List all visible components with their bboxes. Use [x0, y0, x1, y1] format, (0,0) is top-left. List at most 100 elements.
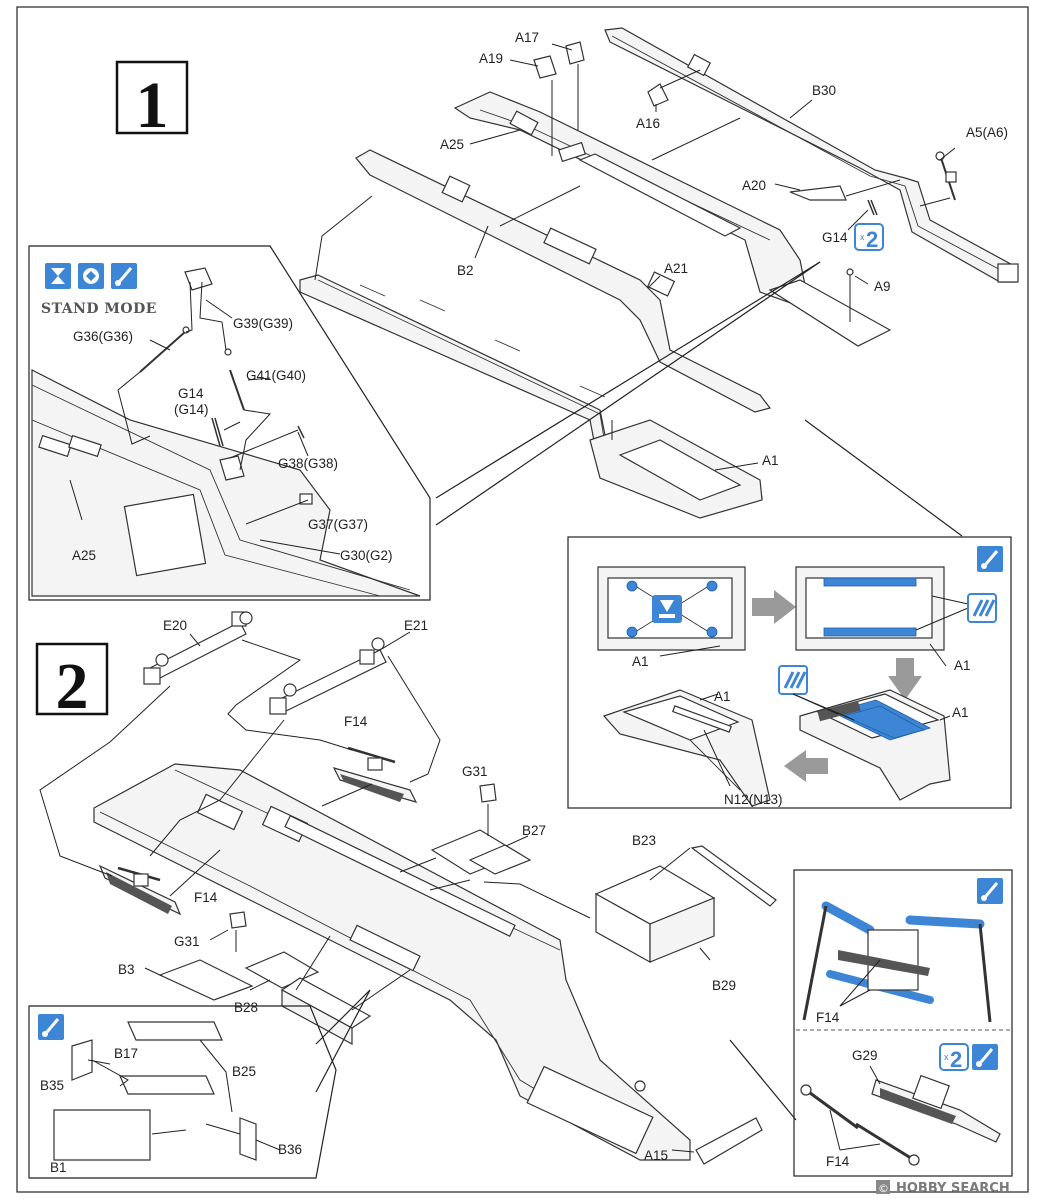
step2-leaders — [39, 631, 797, 1153]
count-badge-x2-step1: x 2 — [854, 223, 884, 252]
part-f14-left — [98, 864, 182, 916]
label-b2: B2 — [457, 263, 474, 278]
spring-view-lower — [800, 1074, 1001, 1166]
label-a19: A19 — [479, 51, 503, 66]
label-b23: B23 — [632, 833, 656, 848]
label-f14-left: F14 — [194, 890, 218, 905]
label-a1-view3: A1 — [952, 705, 969, 720]
part-a1 — [589, 419, 763, 519]
label-g14: G14 — [822, 230, 848, 245]
apply-decal-icon — [778, 665, 808, 695]
part-g31-left — [229, 911, 247, 929]
apply-cement-icon — [78, 263, 104, 289]
part-g14 — [867, 199, 878, 216]
label-g41: G41(G40) — [246, 368, 306, 383]
label-f14-upper: F14 — [816, 1010, 840, 1025]
label-f14-lower: F14 — [826, 1154, 850, 1169]
step-2: 2 — [28, 611, 1013, 1179]
label-g14-stand-paren: (G14) — [174, 402, 209, 417]
svg-text:x: x — [860, 232, 865, 242]
step-2-number-box — [35, 642, 109, 716]
label-a21: A21 — [664, 261, 688, 276]
svg-text:2: 2 — [866, 227, 878, 252]
part-g31-top — [479, 783, 497, 803]
part-e21 — [269, 637, 387, 715]
label-a1-view1: A1 — [632, 654, 649, 669]
arrow-down-icon — [888, 658, 922, 700]
label-b25: B25 — [232, 1064, 256, 1079]
a1-view-2 — [795, 566, 969, 651]
count-badge-x2-step2: x 2 — [939, 1043, 969, 1072]
part-b27 — [430, 829, 532, 875]
label-g38: G38(G38) — [278, 456, 338, 471]
part-a17 — [565, 41, 585, 65]
label-g36: G36(G36) — [73, 329, 133, 344]
paint-icon — [977, 546, 1003, 572]
paint-icon — [977, 878, 1003, 904]
page-frame — [16, 6, 1029, 1193]
part-b29 — [594, 865, 716, 964]
part-a5 — [935, 151, 957, 201]
label-g30: G30(G2) — [340, 548, 393, 563]
cut-icon — [652, 595, 682, 623]
label-a17: A17 — [515, 30, 539, 45]
label-a1-view4: A1 — [714, 689, 731, 704]
spring-view-upper — [802, 901, 992, 1023]
paint-icon — [38, 1014, 64, 1040]
a1-view-3 — [799, 689, 951, 801]
label-a16: A16 — [636, 116, 660, 131]
paint-icon — [972, 1044, 998, 1070]
watermark-symbol: © — [878, 1182, 889, 1195]
part-toolbox — [280, 977, 372, 1046]
arrow-right-icon — [752, 590, 796, 624]
stand-mode-inset: STAND MODE — [28, 245, 431, 601]
step-1: 1 — [28, 27, 1019, 809]
label-a15: A15 — [644, 1148, 668, 1163]
step-1-number: 1 — [136, 69, 169, 142]
label-e20: E20 — [163, 618, 187, 633]
watermark-text: HOBBY SEARCH — [896, 1181, 1010, 1196]
leaf-spring-inset: x 2 F14 G29 F14 — [793, 869, 1013, 1177]
part-b30 — [604, 27, 1019, 283]
label-a1: A1 — [762, 453, 779, 468]
part-a16 — [647, 83, 669, 107]
chassis-step2 — [93, 763, 691, 1161]
label-g31-top: G31 — [462, 764, 488, 779]
label-g37: G37(G37) — [308, 517, 368, 532]
label-b35: B35 — [40, 1078, 64, 1093]
label-b27: B27 — [522, 823, 546, 838]
part-f14-top — [332, 746, 418, 803]
part-a15 — [695, 1117, 763, 1165]
step2-labels: E20 E21 F14 G31 B27 B23 F14 G31 B3 B28 B… — [118, 618, 736, 1163]
toolbox-inset: B17 B25 B35 B36 B1 — [28, 1005, 337, 1179]
arrow-left-icon — [784, 750, 828, 782]
label-b28: B28 — [234, 1000, 258, 1015]
label-b30: B30 — [812, 83, 836, 98]
label-b17: B17 — [114, 1046, 138, 1061]
stand-mode-drawing — [31, 267, 421, 597]
part-b3 — [158, 959, 254, 1001]
label-b36: B36 — [278, 1142, 302, 1157]
part-e20 — [143, 611, 253, 685]
watermark: © HOBBY SEARCH — [876, 1180, 1010, 1196]
paint-icon — [111, 263, 137, 289]
stand-mode-title: STAND MODE — [41, 301, 157, 317]
part-a19 — [533, 55, 557, 79]
label-a9: A9 — [874, 279, 891, 294]
label-n12: N12(N13) — [724, 792, 783, 807]
label-g29: G29 — [852, 1048, 878, 1063]
label-b3: B3 — [118, 962, 135, 977]
hourglass-icon — [45, 263, 71, 289]
a1-view-1 — [597, 566, 746, 651]
step-1-number-box — [115, 60, 189, 135]
part-b2 — [299, 149, 772, 513]
part-a9 — [768, 268, 892, 347]
step1-leaders — [314, 43, 963, 537]
label-a20: A20 — [742, 178, 766, 193]
part-b23 — [690, 845, 777, 907]
label-a5: A5(A6) — [966, 125, 1008, 140]
label-g31-left: G31 — [174, 934, 200, 949]
label-b29: B29 — [712, 978, 736, 993]
step1-labels: A17 A19 A16 B30 A5(A6) A25 A20 G14 B2 A2… — [440, 30, 1008, 468]
